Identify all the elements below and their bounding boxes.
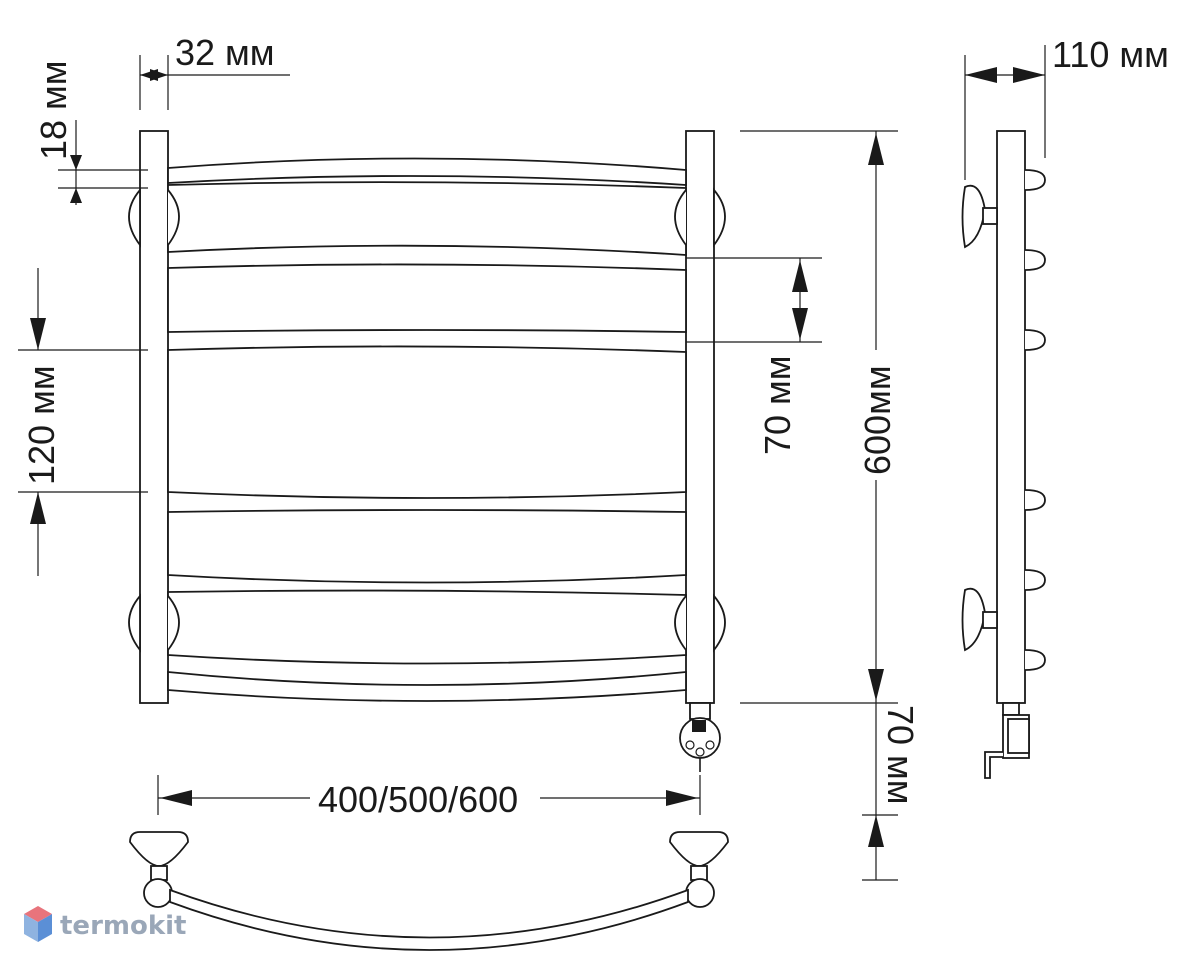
width-options-label: 400/500/600 (318, 779, 518, 820)
spacing-large-label: 120 мм (21, 365, 62, 485)
mount-left-top-inner (167, 189, 180, 246)
side-view (961, 130, 1046, 779)
mount-right-bottom-inner (674, 595, 687, 651)
side-upright (996, 130, 1026, 704)
wall-mounts (128, 187, 726, 653)
total-height-label: 600мм (857, 365, 898, 475)
front-view (128, 130, 726, 772)
left-upright (139, 130, 169, 704)
dim-heater-length: 70 мм (862, 703, 921, 881)
crossbar-2 (167, 181, 687, 256)
crossbar-3 (167, 263, 687, 333)
dim-width: 400/500/600 (157, 775, 701, 820)
crossbar-4 (167, 345, 687, 499)
dim-depth: 110 мм (964, 34, 1169, 180)
mount-left-top (128, 187, 141, 248)
brand-name: termokit (60, 911, 186, 941)
dim-spacing-large: 120 мм (18, 268, 148, 576)
termokit-logo-icon (24, 906, 52, 942)
crossbars (167, 157, 687, 702)
mount-right-bottom (713, 593, 726, 653)
heater-element (679, 702, 721, 772)
crossbar-5 (167, 509, 687, 584)
pipe-width-label: 32 мм (175, 32, 275, 73)
dim-total-height: 600мм (740, 130, 898, 704)
mount-left-bottom (128, 593, 141, 653)
mount-right-top (713, 187, 726, 248)
dim-spacing-small: 70 мм (686, 257, 822, 455)
dim-pipe-width: 32 мм (139, 32, 290, 110)
crossbar-6 (167, 589, 687, 665)
watermark: termokit (24, 906, 186, 942)
top-view (129, 831, 729, 951)
mount-right-top-inner (674, 189, 687, 246)
mount-left-bottom-inner (167, 595, 180, 651)
crossbar-height-label: 18 мм (33, 60, 74, 160)
crossbar-7 (167, 671, 687, 702)
depth-label: 110 мм (1052, 34, 1169, 75)
crossbar-1 (167, 157, 687, 186)
heater-length-label: 70 мм (880, 705, 921, 805)
dim-crossbar-height: 18 мм (33, 60, 148, 205)
spacing-small-label: 70 мм (757, 355, 798, 455)
right-upright (685, 130, 715, 704)
